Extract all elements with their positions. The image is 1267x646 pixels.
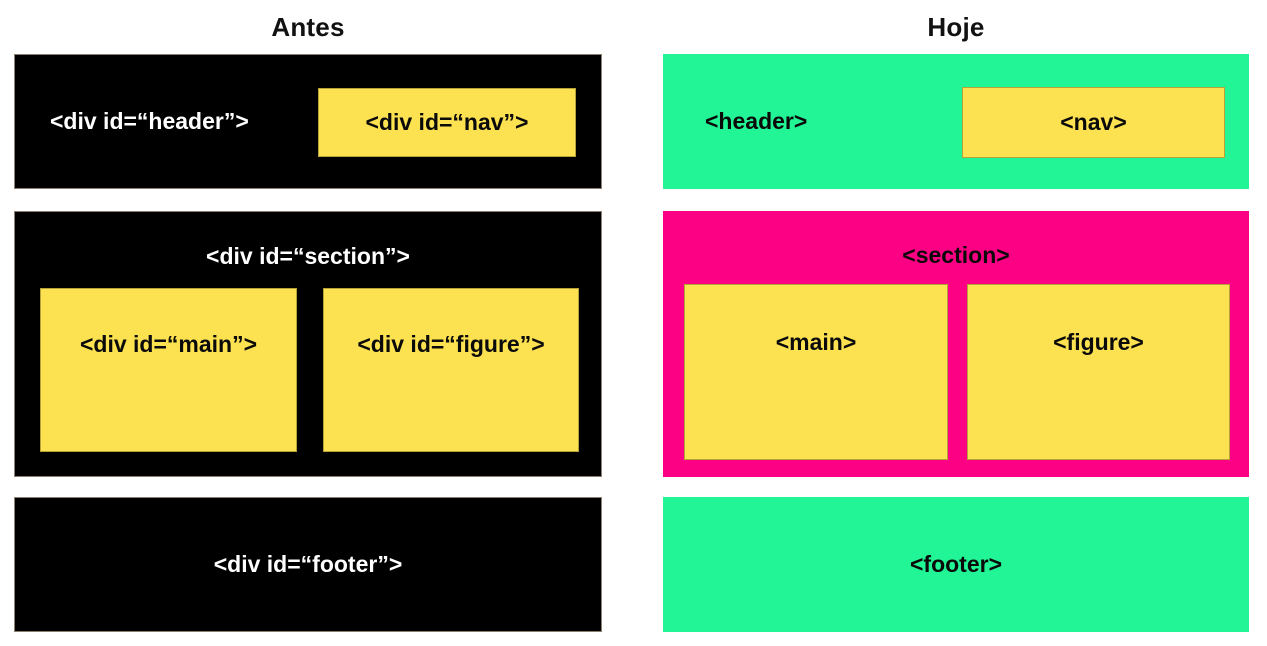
before-main-label: <div id=“main”> (79, 331, 258, 357)
column-title-before: Antes (271, 12, 345, 42)
before-footer-panel: <div id=“footer”> (14, 497, 602, 632)
after-main-box: <main> (684, 284, 948, 460)
before-figure-label: <div id=“figure”> (357, 331, 545, 357)
before-footer-label: <div id=“footer”> (213, 551, 403, 577)
after-figure-box: <figure> (967, 284, 1230, 460)
after-main-label: <main> (775, 329, 857, 355)
after-figure-label: <figure> (1053, 329, 1144, 355)
after-section-label: <section> (902, 242, 1010, 268)
after-section-panel: <section> <main> <figure> (663, 211, 1249, 477)
before-section-label: <div id=“section”> (206, 243, 410, 269)
after-footer-label: <footer> (909, 551, 1003, 577)
before-header-label: <div id=“header”> (50, 108, 249, 134)
after-header-panel: <header> <nav> (663, 54, 1249, 189)
before-header-panel: <div id=“header”> <div id=“nav”> (14, 54, 602, 189)
column-title-after: Hoje (927, 12, 985, 42)
after-footer-panel: <footer> (663, 497, 1249, 632)
before-nav-box: <div id=“nav”> (318, 88, 576, 157)
after-header-label: <header> (705, 108, 808, 134)
before-nav-label: <div id=“nav”> (365, 109, 529, 135)
after-nav-box: <nav> (962, 87, 1225, 158)
before-section-panel: <div id=“section”> <div id=“main”> <div … (14, 211, 602, 477)
before-main-box: <div id=“main”> (40, 288, 297, 452)
before-figure-box: <div id=“figure”> (323, 288, 579, 452)
after-nav-label: <nav> (1060, 109, 1127, 135)
